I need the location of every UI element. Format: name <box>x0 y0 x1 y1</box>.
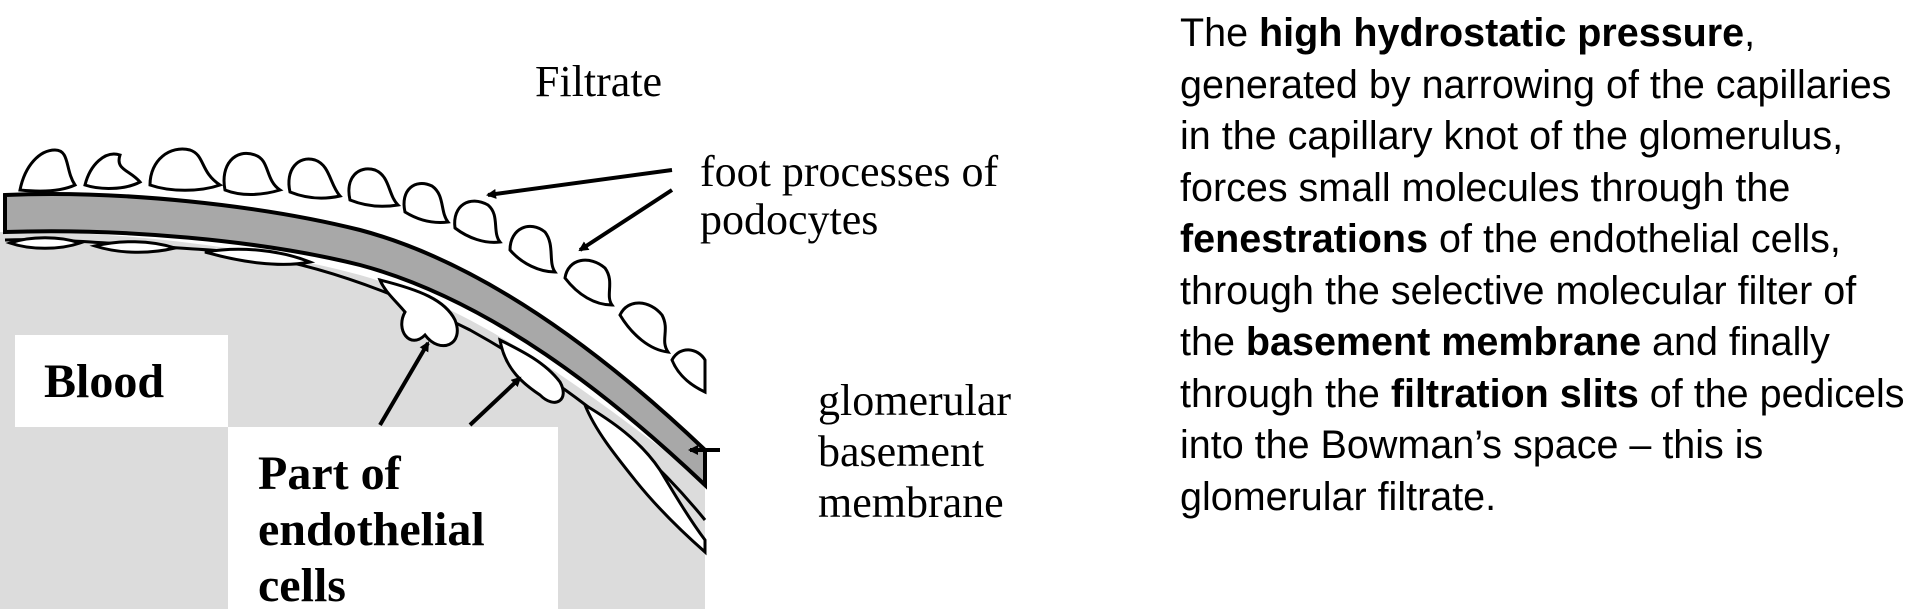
foot-process-7 <box>402 182 451 224</box>
description-paragraph: The high hydrostatic pressure, generated… <box>1180 8 1920 523</box>
term-filtration-slits: filtration slits <box>1390 371 1639 416</box>
term-fenestrations: fenestrations <box>1180 217 1429 261</box>
blood-label: Blood <box>44 355 165 408</box>
term-high-hydrostatic-pressure: high hydrostatic pressure <box>1259 11 1745 55</box>
foot-processes-label: foot processes of podocytes <box>700 147 999 244</box>
basement-membrane <box>3 192 707 490</box>
foot-process-3 <box>148 147 224 192</box>
blood-label-box <box>15 335 228 427</box>
foot-process-10 <box>563 258 615 307</box>
arrow-foot-1 <box>486 168 673 199</box>
foot-process-9 <box>508 225 558 274</box>
foot-processes <box>18 147 707 395</box>
foot-process-12 <box>670 348 707 395</box>
endothelial-label: Part of endothelial cells <box>258 447 485 613</box>
foot-process-6 <box>347 167 402 208</box>
description-text: of the pedicels into the Bowman’s space … <box>1180 371 1905 519</box>
arrow-endo-2 <box>468 376 522 427</box>
description-text: , generated by narrowing of the capillar… <box>1180 11 1892 210</box>
description-text: The <box>1180 11 1260 55</box>
description-text: and finally through the <box>1180 320 1830 416</box>
filtrate-label: Filtrate <box>535 57 663 106</box>
foot-process-1 <box>18 148 78 193</box>
endothelial-cell-3 <box>204 247 316 266</box>
basement-membrane-label: glomerular basement membrane <box>818 376 1012 528</box>
endothelial-label-box <box>228 427 558 609</box>
endothelial-cell-1 <box>5 236 85 250</box>
endothelial-cell-4 <box>377 277 459 348</box>
endothelial-cell-6 <box>581 401 707 556</box>
term-basement-membrane: basement membrane <box>1245 320 1642 364</box>
glomerular-filtration-diagram <box>0 0 788 609</box>
foot-process-11 <box>618 301 672 354</box>
endothelial-cell-2 <box>89 240 181 254</box>
arrow-endo-1 <box>378 341 430 427</box>
foot-process-8 <box>453 199 503 244</box>
endothelial-cell-5 <box>498 337 565 404</box>
foot-process-5 <box>287 157 343 200</box>
description-text: of the endothelial cells, through the se… <box>1180 217 1857 364</box>
diagram-drawing <box>0 147 788 609</box>
foot-process-4 <box>222 152 284 196</box>
arrow-foot-2 <box>578 188 674 252</box>
foot-process-2 <box>83 152 143 190</box>
